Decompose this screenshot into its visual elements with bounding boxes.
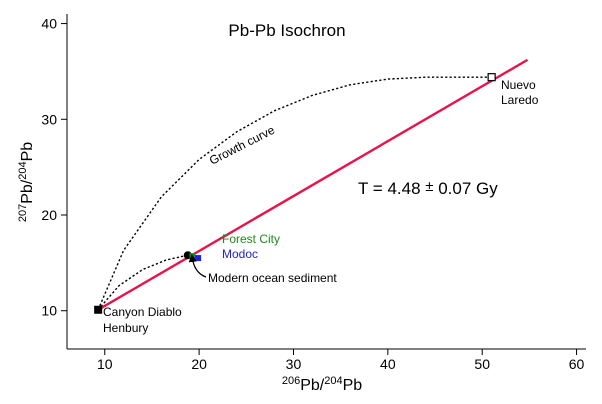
y-tick-label: 30: [41, 111, 57, 127]
x-tick-label: 20: [191, 356, 207, 372]
point-canyon-diablo: [94, 305, 103, 314]
x-tick-label: 40: [380, 356, 396, 372]
series-isochron: [97, 58, 529, 311]
point-modoc: [195, 255, 202, 262]
x-axis-label: 206Pb/204Pb: [282, 375, 362, 394]
x-tick-label: 10: [97, 356, 113, 372]
x-tick-label: 60: [569, 356, 585, 372]
label-laredo: Laredo: [501, 93, 539, 107]
label-ocean-sediment: Modern ocean sediment: [208, 271, 337, 285]
ocean-sediment-arrow: [188, 254, 207, 278]
point-nuevo-laredo: [487, 73, 496, 82]
series-growth-curve-upper: [97, 76, 492, 311]
chart-title: Pb-Pb Isochron: [228, 21, 345, 40]
label-forest-city: Forest City: [222, 232, 280, 246]
x-ticks: 10 20 30 40 50 60: [97, 349, 585, 372]
label-nuevo: Nuevo: [501, 78, 536, 92]
x-tick-label: 30: [286, 356, 302, 372]
label-modoc: Modoc: [222, 247, 258, 261]
label-henbury: Henbury: [103, 321, 148, 335]
age-label: T = 4.48 ± 0.07 Gy: [358, 178, 498, 198]
y-ticks: 10 20 30 40: [41, 16, 67, 319]
y-tick-label: 40: [41, 16, 57, 32]
label-growth-curve: Growth curve: [207, 123, 277, 168]
y-tick-label: 10: [41, 303, 57, 319]
series-growth-curve-lower: [97, 254, 188, 311]
label-canyon-diablo: Canyon Diablo: [103, 305, 182, 319]
x-tick-label: 50: [474, 356, 490, 372]
y-axis-label: 207Pb/204Pb: [17, 142, 36, 222]
series-layer: [97, 58, 529, 311]
y-tick-label: 20: [41, 207, 57, 223]
